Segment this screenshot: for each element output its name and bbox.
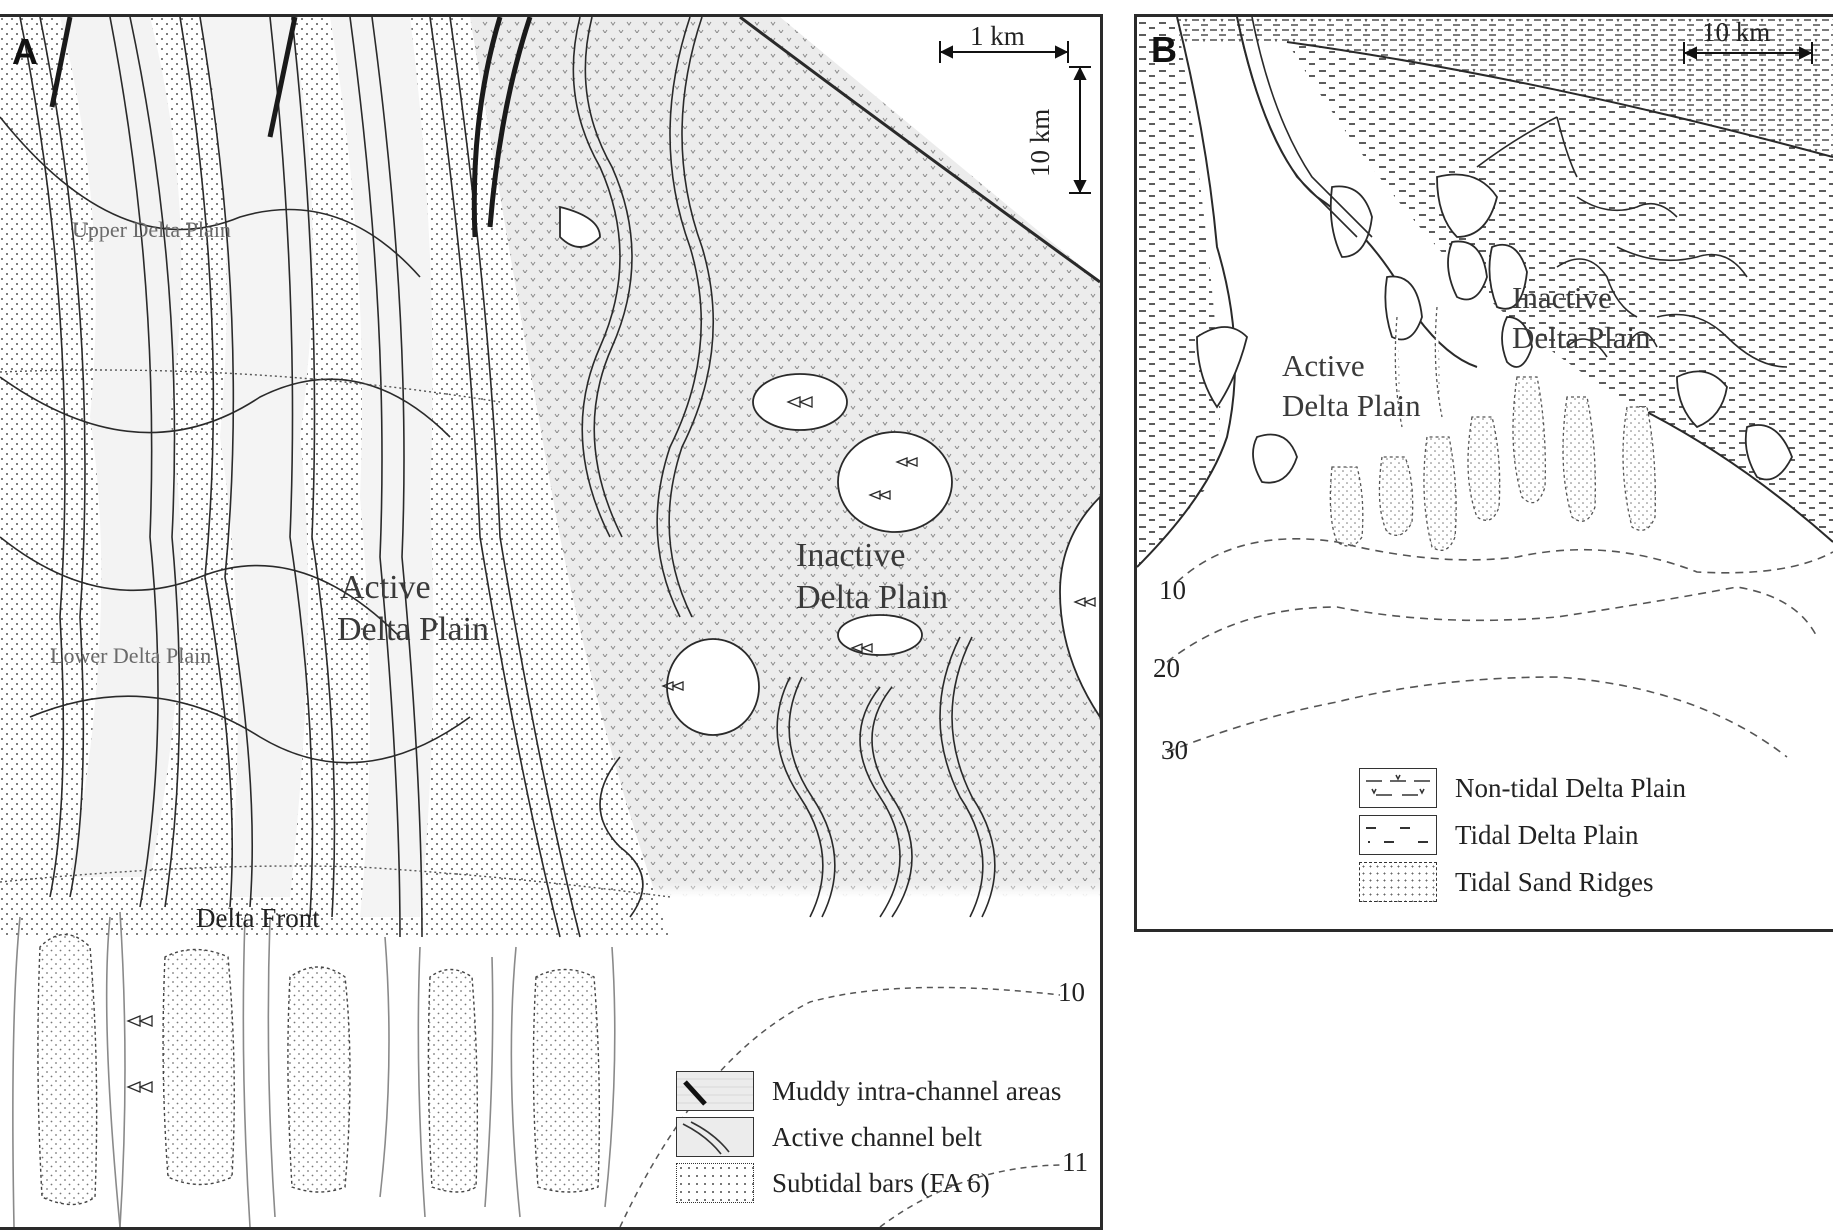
inactive-delta-plain-label-1: Inactive [796,537,906,574]
bar-cores [37,933,601,1206]
panel-b-letter: B [1151,29,1177,70]
upper-delta-plain-label: Upper Delta Plain [72,217,231,242]
legend-swatch-channel [676,1117,754,1157]
legend-swatch-muddy [676,1071,754,1111]
legend-a-item-muddy: Muddy intra-channel areas [676,1071,1061,1111]
scale-bar-b [1683,42,1813,64]
active-delta-plain-label-1: Active [340,569,431,606]
legend-swatch-nontidal [1359,768,1437,808]
legend-b-item-nontidal: Non-tidal Delta Plain [1359,768,1686,808]
panel-a: A 1 km 10 km Upper Delta Plain Lower Del… [0,14,1103,1230]
inactive-delta-plain-label-2: Delta Plain [1512,320,1651,355]
panel-a-map [0,17,1100,1227]
channel-patches [1196,173,1793,484]
legend-swatch-ridges [1359,862,1437,902]
delta-front-label: Delta Front [196,903,320,933]
legend-b-item-ridges: Tidal Sand Ridges [1359,862,1654,902]
depth-contours-b [1166,537,1833,758]
panel-b-map [1137,17,1833,758]
depth-contour-11 [879,1164,1061,1227]
panel-a-letter: A [12,31,38,72]
active-delta-plain-label-1: Active [1282,348,1365,383]
panel-b: B 10 km Active Delta Plain Inactive Delt… [1134,14,1833,932]
depth-label-30: 30 [1161,735,1188,765]
inactive-delta-plain-label-2: Delta Plain [796,579,949,616]
active-delta-plain-label-2: Delta Plain [1282,388,1421,423]
tributary-channels [1236,17,1788,368]
depth-label-11: 11 [1062,1147,1088,1177]
depth-contour-20 [1166,586,1818,663]
legend-label: Muddy intra-channel areas [772,1075,1062,1106]
legend-b-item-tidal: Tidal Delta Plain [1359,815,1639,855]
legend-label: Tidal Sand Ridges [1455,866,1654,897]
legend-label: Active channel belt [772,1121,982,1152]
subtidal-bars [12,911,616,1227]
legend-swatch-tidal [1359,815,1437,855]
depth-label-20: 20 [1153,653,1180,683]
scale-bars [939,41,1091,194]
legend-a-item-channel: Active channel belt [676,1117,982,1157]
tidal-plain-left [1137,17,1221,567]
active-delta-plain-label-2: Delta Plain [337,611,490,648]
legend-label: Subtidal bars (FA 6) [772,1167,990,1198]
legend-label: Tidal Delta Plain [1455,819,1639,850]
nontidal-plain-area [1167,17,1833,157]
tidal-sand-ridges [1329,306,1656,551]
legend-a-item-sand: Subtidal bars (FA 6) [676,1163,990,1203]
scale-label-horizontal-b: 10 km [1702,17,1771,47]
lower-delta-plain-label: Lower Delta Plain [50,643,212,668]
depth-contour-10 [1176,537,1833,583]
legend-swatch-sand [676,1163,754,1203]
depth-label-10: 10 [1058,977,1085,1007]
meandering-channels [572,17,996,918]
legend-label: Non-tidal Delta Plain [1455,772,1686,803]
braided-channels [0,17,581,938]
depth-contour-10 [619,986,1061,1227]
inactive-delta-plain-label-1: Inactive [1512,280,1612,315]
scale-label-horizontal: 1 km [970,21,1025,51]
depth-label-10: 10 [1159,575,1186,605]
scale-label-vertical: 10 km [1025,108,1055,177]
depth-contour-30 [1166,676,1788,758]
